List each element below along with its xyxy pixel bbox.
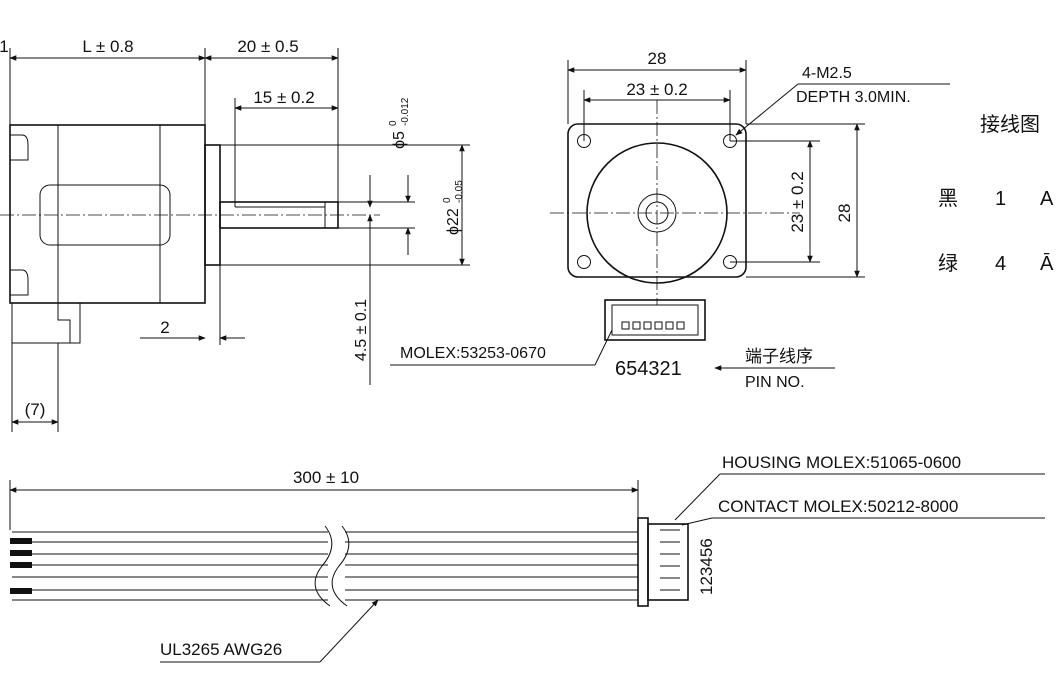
dim-length-label: L ± 0.8 [82,37,133,56]
screw-depth-label: DEPTH 3.0MIN. [796,89,911,106]
contact-label: CONTACT MOLEX:50212-8000 [718,497,958,516]
screw-spec-label: 4-M2.5 [802,65,852,82]
dim-pilot-dia: ϕ22 0 -0.05 [220,144,470,266]
dim-pilot-height-label: 2 [160,318,169,337]
dim-flat-depth: 4.5 ± 0.1 [353,175,373,385]
wire-spec-callout: UL3265 AWG26 [160,599,379,663]
wire-signal: A [1040,188,1054,210]
dim-shaft-total-label: 20 ± 0.5 [237,37,298,56]
dim-hole-pitch-h: 23 ± 0.2 [583,80,731,141]
wire-color: 黑 [938,186,958,210]
cable-pin-numbers: 123456 [697,538,716,595]
dim-shaft-dia-label: ϕ5 [391,131,408,149]
dim-hole-pitch-v-label: 23 ± 0.2 [788,171,807,232]
dim-pilot-tol-lower: -0.05 [454,180,465,203]
dim-cable-length: 300 ± 10 [9,468,639,530]
dim-front-height: 28 [746,123,865,278]
dim-hole-pitch-h-label: 23 ± 0.2 [626,80,687,99]
pin-label-en: PIN NO. [745,374,805,391]
motor-body-outline [9,124,206,304]
cable-assembly: 300 ± 10 [9,453,1045,663]
contact-callout: CONTACT MOLEX:50212-8000 [681,497,1045,526]
dim-pilot-dia-label: ϕ22 [445,208,462,235]
wiring-title: 接线图 [980,112,1040,136]
pin-label-cn: 端子线序 [745,347,813,367]
dim-connector-label: (7) [25,400,46,419]
housing-label: HOUSING MOLEX:51065-0600 [722,453,961,472]
screw-callout: 4-M2.5 DEPTH 3.0MIN. [735,65,950,136]
dim-front-width: 28 [567,49,747,124]
dim-front-width-label: 28 [648,49,667,68]
wiring-table: 接线图 黑 1 A 绿 4 Ā [938,112,1054,275]
connector-label: MOLEX:53253-0670 [400,345,546,362]
housing-callout: HOUSING MOLEX:51065-0600 [674,453,1045,521]
wire-pin: 1 [995,188,1006,210]
dim-length: L ± 0.8 1 [0,37,206,145]
wiring-row: 绿 4 Ā [938,251,1054,275]
dim-shaft-dia: ϕ5 0 -0.012 [338,97,415,255]
wire-signal: Ā [1040,252,1054,275]
dim-left-partial-label: 1 [0,37,9,56]
dim-shaft-flat-label: 15 ± 0.2 [253,88,314,107]
front-connector [604,299,706,341]
pilot-boss [204,144,221,266]
front-view: 28 23 ± 0.2 23 ± 0.2 28 [390,49,950,391]
connector-housing [11,302,81,344]
mount-hole [577,255,591,269]
cable-wires [10,525,638,607]
wire-spec-label: UL3265 AWG26 [160,640,282,659]
pin-order-numbers: 654321 [615,358,682,380]
dim-pilot-tol-upper: 0 [442,197,453,203]
dim-pilot-height: 2 [140,265,245,345]
dim-shaft-total: 20 ± 0.5 [204,37,339,202]
dim-cable-length-label: 300 ± 10 [293,468,359,487]
cable-housing [637,517,689,607]
dim-hole-pitch-v: 23 ± 0.2 [730,140,820,263]
dim-shaft-flat: 15 ± 0.2 [234,88,339,207]
dim-flat-depth-label: 4.5 ± 0.1 [353,299,370,361]
wire-color: 绿 [938,251,958,275]
dim-shaft-dia-tol-lower: -0.012 [400,97,411,126]
connector-callout: MOLEX:53253-0670 [390,329,613,366]
pin-order: 654321 端子线序 PIN NO. [615,347,835,391]
dim-front-height-label: 28 [835,204,854,223]
wire-pin: 4 [995,253,1006,275]
dim-connector: (7) [11,343,59,432]
dim-shaft-dia-tol-upper: 0 [388,120,399,126]
wiring-row: 黑 1 A [938,186,1054,210]
side-view: L ± 0.8 1 20 ± 0.5 15 ± 0.2 ϕ5 0 -0.012 [0,37,470,432]
